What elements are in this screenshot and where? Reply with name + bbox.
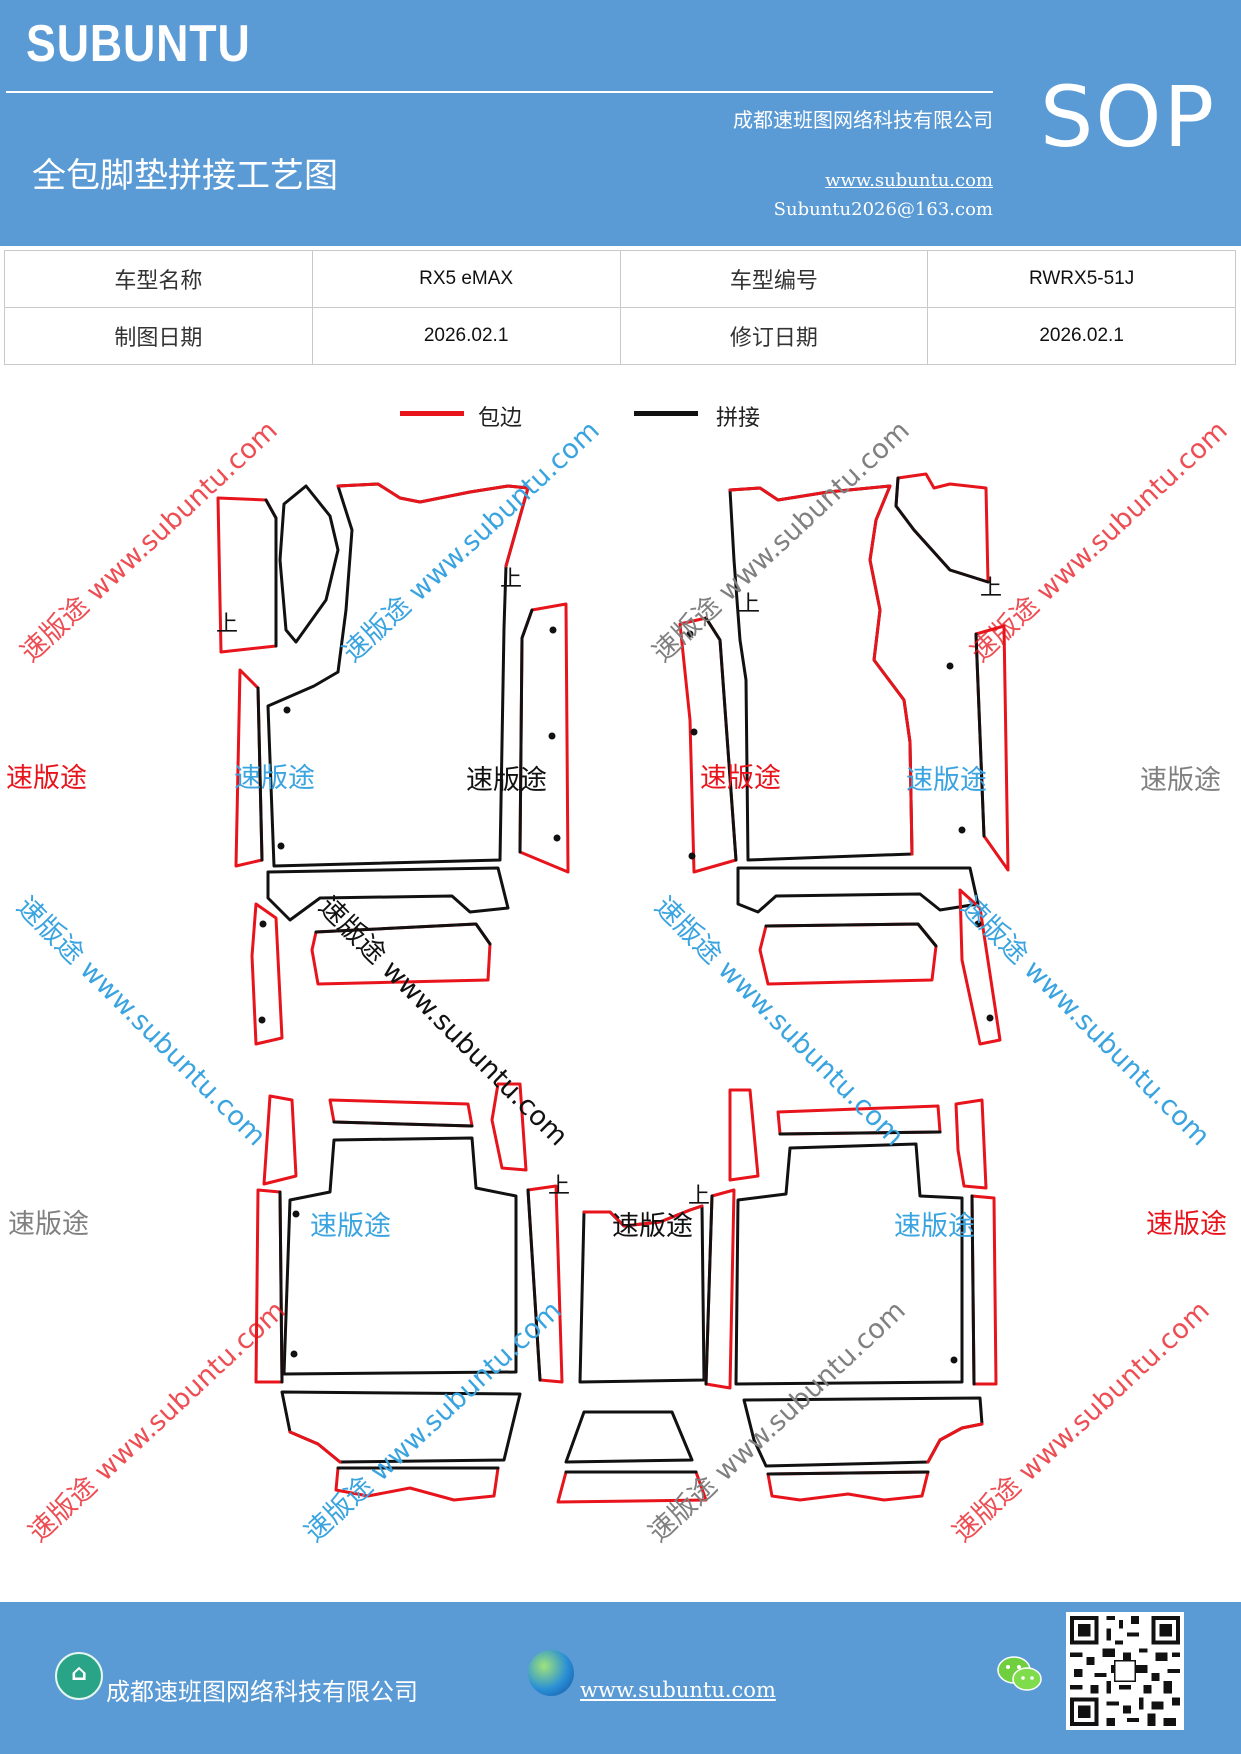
mat-piece: [704, 1194, 714, 1386]
brand-logo: SUBUNTU: [26, 15, 251, 73]
building-icon: ⌂: [55, 1652, 103, 1700]
footer-website-link[interactable]: www.subuntu.com: [580, 1678, 776, 1702]
footer-company: 成都速班图网络科技有限公司: [106, 1678, 418, 1706]
mat-piece: [742, 1396, 984, 1468]
mat-piece: [256, 686, 264, 862]
mat-piece: [282, 1136, 518, 1376]
footer-bar: ⌂ 成都速班图网络科技有限公司 www.subuntu.com: [0, 1602, 1241, 1754]
mat-piece: [704, 616, 738, 862]
model-name-label: 车型名称: [4, 250, 313, 308]
table-row: 制图日期 2026.02.1 修订日期 2026.02.1: [4, 307, 1236, 365]
mat-piece: [280, 1390, 522, 1464]
mat-piece: [262, 1094, 298, 1186]
mat-piece: [264, 498, 278, 648]
header-company: 成都速班图网络科技有限公司: [733, 108, 993, 132]
legend: 包边 拼接: [400, 400, 820, 440]
mat-piece: [490, 1082, 528, 1172]
mat-piece: [894, 476, 990, 584]
mat-piece: [278, 1190, 284, 1384]
qr-code[interactable]: [1066, 1612, 1184, 1730]
mat-piece: [518, 608, 534, 854]
mat-piece: [250, 902, 284, 1046]
revise-date-value: 2026.02.1: [927, 307, 1236, 365]
quadrant-bottom-center: [556, 1204, 708, 1504]
mat-piece: [958, 888, 1002, 1046]
vehicle-info-table: 车型名称 RX5 eMAX 车型编号 RWRX5-51J 制图日期 2026.0…: [4, 250, 1236, 365]
mat-piece: [278, 484, 340, 644]
legend-red-swatch: [400, 411, 464, 416]
mat-piece: [582, 1204, 704, 1228]
mat-piece: [336, 482, 530, 568]
mat-piece: [266, 482, 530, 868]
draw-date-value: 2026.02.1: [311, 307, 621, 365]
wechat-icon[interactable]: [996, 1654, 1044, 1694]
rivet-dots: [258, 626, 994, 1364]
mat-piece: [334, 1466, 500, 1502]
header-email[interactable]: Subuntu2026@163.com: [773, 199, 993, 220]
mat-piece: [766, 1470, 930, 1476]
page-title: 全包脚垫拼接工艺图: [32, 156, 338, 196]
quadrant-top-left: [216, 482, 570, 1046]
mat-piece: [518, 602, 570, 874]
mat-piece: [970, 1194, 976, 1386]
quadrant-top-right: [678, 472, 1010, 1046]
revise-date-label: 修订日期: [619, 307, 929, 365]
quadrant-bottom-left: [254, 1082, 564, 1502]
globe-icon: [528, 1650, 574, 1696]
mat-piece: [894, 472, 990, 584]
mat-piece: [734, 1142, 964, 1386]
floor-mat-pattern: [216, 472, 1010, 1504]
mat-piece: [764, 922, 938, 948]
legend-black-swatch: [634, 411, 698, 416]
mat-piece: [728, 1088, 760, 1182]
header-banner: SUBUNTU 成都速班图网络科技有限公司 全包脚垫拼接工艺图 www.subu…: [0, 0, 1241, 246]
mat-piece: [288, 1430, 342, 1464]
legend-black-label: 拼接: [716, 406, 761, 431]
mat-piece: [758, 922, 938, 986]
mat-piece: [974, 632, 986, 838]
mat-piece: [954, 1098, 988, 1190]
model-code-value: RWRX5-51J: [927, 250, 1236, 308]
mat-piece: [564, 1410, 694, 1464]
mat-piece: [926, 1422, 984, 1464]
draw-date-label: 制图日期: [4, 307, 313, 365]
header-divider: [6, 91, 993, 93]
mat-piece: [728, 484, 914, 856]
model-name-value: RX5 eMAX: [311, 250, 621, 308]
mat-piece: [254, 1188, 284, 1384]
mat-piece: [266, 866, 510, 922]
mat-piece: [310, 922, 492, 986]
doc-type-label: SOP: [1040, 68, 1217, 166]
model-code-label: 车型编号: [619, 250, 929, 308]
mat-piece: [216, 496, 278, 654]
mat-piece: [332, 1120, 474, 1128]
quadrant-bottom-right: [704, 1088, 998, 1502]
mat-piece: [526, 1188, 542, 1382]
table-row: 车型名称 RX5 eMAX 车型编号 RWRX5-51J: [4, 250, 1236, 308]
mat-piece: [778, 1130, 942, 1136]
legend-red-label: 包边: [478, 406, 523, 431]
header-website-link[interactable]: www.subuntu.com: [825, 170, 993, 191]
mat-piece: [736, 866, 980, 914]
mat-piece: [776, 1104, 942, 1136]
mat-piece: [578, 1204, 706, 1384]
mat-piece: [766, 1470, 930, 1502]
mat-piece: [556, 1470, 708, 1504]
mat-piece: [314, 922, 492, 946]
mat-piece: [970, 1194, 998, 1386]
